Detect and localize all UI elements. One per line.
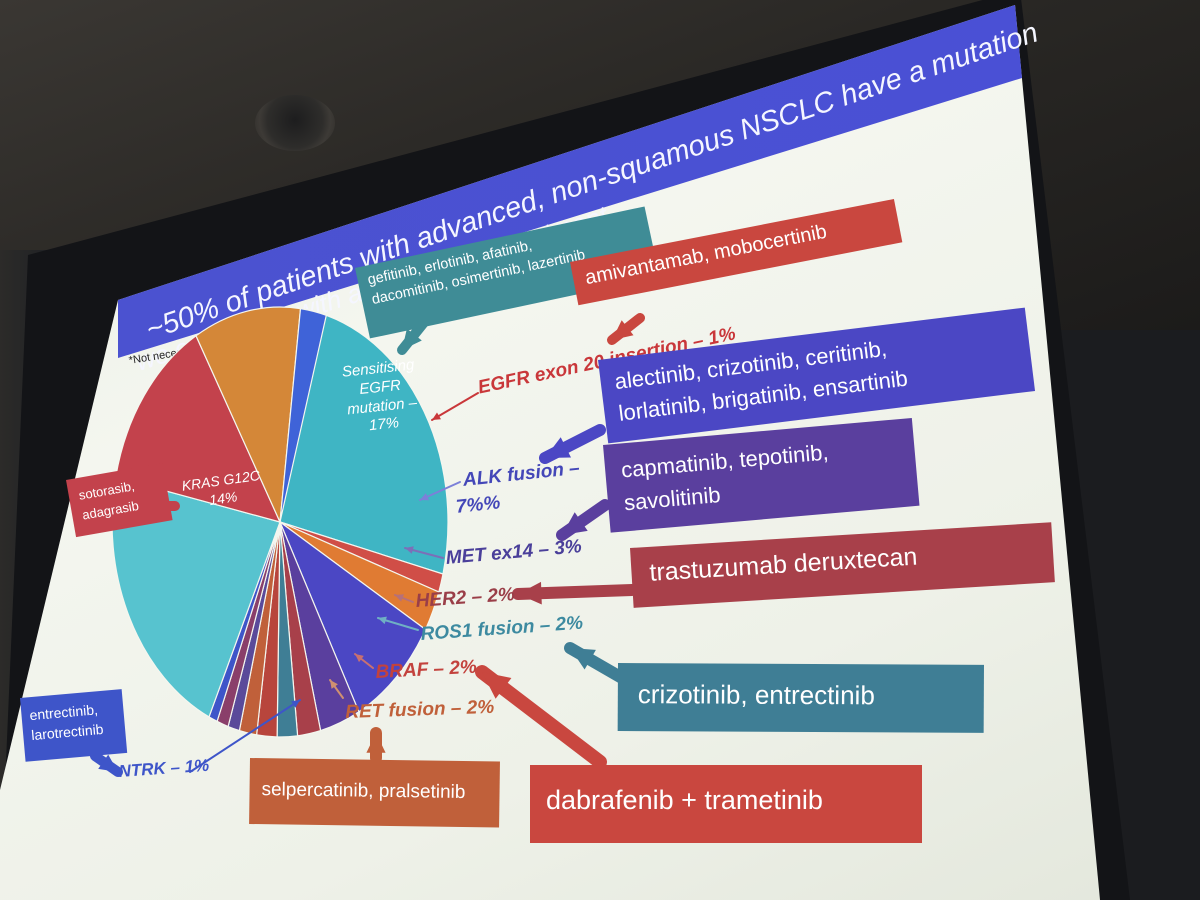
alk-percent-label: 7%% — [455, 492, 502, 518]
ros1-treatment-box: crizotinib, entrectinib — [617, 663, 984, 733]
pointer-ros1-head — [378, 616, 387, 625]
arrow-ret-treatment-head — [366, 733, 386, 753]
pointer-braf-head — [355, 654, 364, 663]
braf-treatment-box: dabrafenib + trametinib — [530, 765, 922, 843]
mutation-pie-chart — [111, 306, 449, 738]
pie-slice-e — [279, 307, 328, 523]
pointer-exon20 — [431, 392, 479, 421]
egfr-slice-label: Sensitising EGFR mutation – 17% — [341, 356, 418, 435]
pointer-exon20-head — [432, 412, 441, 420]
pointer-ntrk-head — [291, 700, 300, 708]
pointer-her2-head — [395, 594, 404, 602]
arrow-ntrk-treatment-head — [98, 754, 118, 772]
pie-slice-egfr — [279, 308, 449, 575]
ceiling-speaker — [255, 95, 335, 151]
arrow-met-treatment-head — [562, 512, 588, 535]
pointer-ret-head — [330, 680, 338, 689]
arrow-exon20-treatment-head — [612, 320, 634, 340]
arrow-alk-treatment-head — [545, 437, 571, 458]
pie-slice-d — [195, 306, 302, 525]
arrow-ros1-treatment-head — [570, 648, 596, 670]
arrow-her2-treatment-head — [518, 581, 542, 605]
ntrk-treatment-box: entrectinib, larotrectinib — [20, 689, 128, 762]
pointer-ntrk — [189, 699, 301, 773]
arrow-braf-treatment-head — [482, 672, 512, 699]
pointer-alk-head — [420, 493, 429, 501]
pointer-met-head — [405, 546, 414, 554]
pie-slice-alk — [278, 520, 427, 713]
arrow-egfr-treatment-head — [402, 328, 422, 350]
ret-treatment-box: selpercatinib, pralsetinib — [249, 758, 500, 828]
